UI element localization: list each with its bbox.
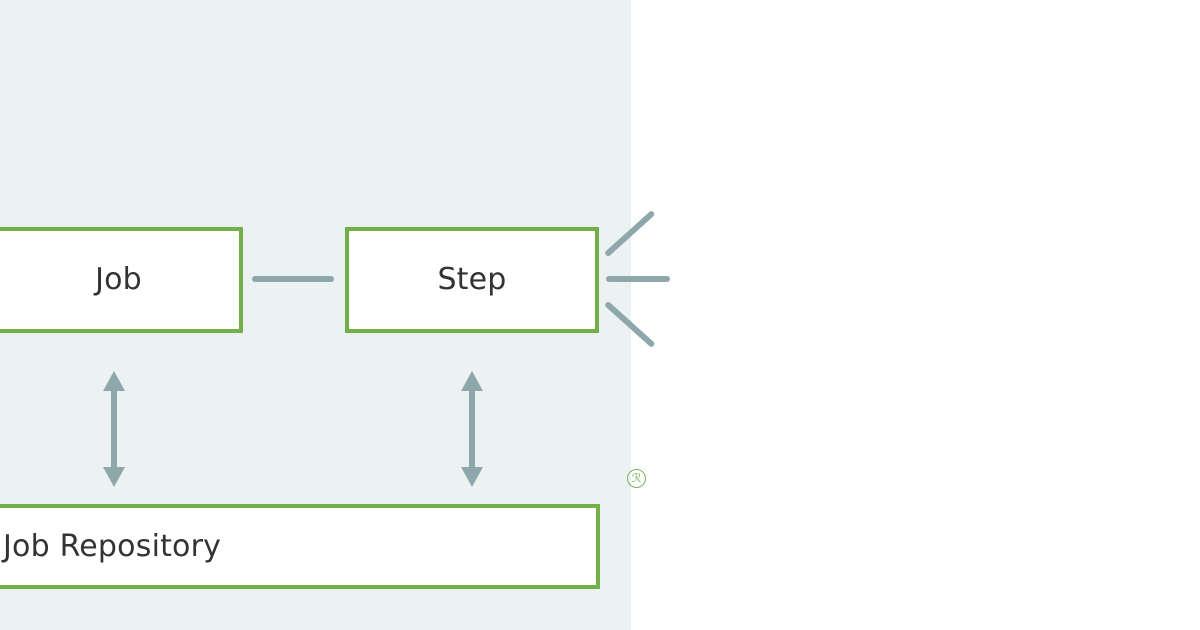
connector-step-fan-down	[603, 300, 656, 349]
diagram-panel: Job Step Job Repository	[0, 0, 670, 630]
registered-mark-icon: ℛ	[627, 469, 646, 488]
arrow-shaft	[469, 388, 475, 470]
node-job[interactable]: Job	[0, 227, 243, 333]
node-step[interactable]: Step	[345, 227, 599, 333]
connector-job-to-step	[252, 276, 334, 282]
arrow-head-up-icon	[461, 371, 483, 391]
arrow-head-down-icon	[461, 467, 483, 487]
arrow-head-up-icon	[103, 371, 125, 391]
node-job-label: Job	[95, 262, 142, 297]
arrow-head-down-icon	[103, 467, 125, 487]
node-job-repository[interactable]: Job Repository	[0, 504, 600, 589]
connector-job-to-repository	[99, 371, 129, 487]
connector-step-fan-up	[603, 209, 656, 258]
connector-step-fan-middle	[606, 276, 670, 282]
arrow-shaft	[111, 388, 117, 470]
connector-step-to-repository	[457, 371, 487, 487]
node-job-repository-label: Job Repository	[3, 528, 222, 564]
node-step-label: Step	[437, 262, 507, 297]
